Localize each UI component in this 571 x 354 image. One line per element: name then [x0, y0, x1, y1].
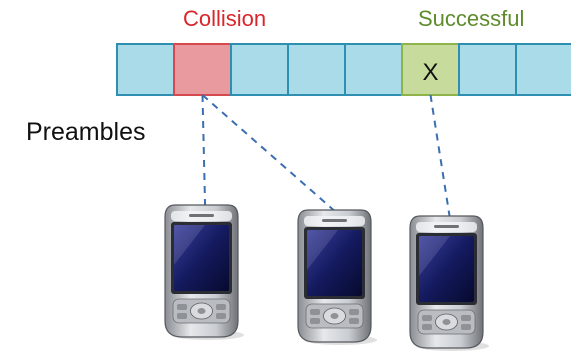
link-device-1	[201, 94, 207, 210]
preamble-links	[201, 94, 452, 221]
device-1-phone-icon	[164, 204, 244, 340]
preamble-slots: X	[116, 43, 571, 96]
successful-label: Successful	[418, 6, 525, 31]
slot-mark-x: X	[422, 59, 438, 86]
preamble-slot-7	[458, 43, 517, 96]
preamble-slot-1	[116, 43, 175, 96]
preamble-slot-8	[515, 43, 571, 96]
preamble-slot-3	[230, 43, 289, 96]
devices	[164, 204, 489, 351]
collision-label: Collision	[183, 6, 267, 31]
link-device-3	[429, 94, 452, 221]
preamble-slot-2-collision	[173, 43, 232, 96]
link-device-2	[201, 94, 339, 215]
preamble-slot-4	[287, 43, 346, 96]
device-3-phone-icon	[409, 215, 489, 351]
preambles-label: Preambles	[26, 118, 146, 146]
preamble-slot-5	[344, 43, 403, 96]
device-2-phone-icon	[297, 209, 377, 345]
